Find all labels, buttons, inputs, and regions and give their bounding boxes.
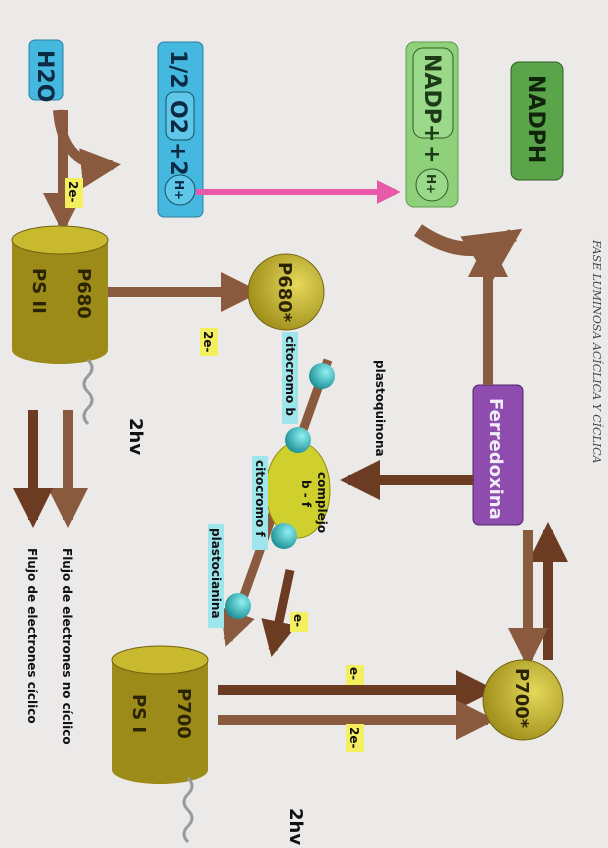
ps2-light-label: 2hv <box>125 418 146 455</box>
complex-label: complejo <box>315 472 329 533</box>
ps2-name: P680 <box>73 268 94 319</box>
cyclic-e-label-bg <box>290 612 308 632</box>
ps1-2e-label-bg <box>346 724 364 752</box>
ps1-light-wave <box>182 776 194 844</box>
ps1-light-label: 2hv <box>285 808 306 845</box>
plastoquinona-label: plastoquinona <box>373 360 387 457</box>
p680-excited: P680* <box>247 253 325 331</box>
citocromo-f-label: citocromo f <box>253 460 267 537</box>
citocromo-f-label-bg <box>252 456 268 550</box>
nadph-label: NADPH <box>523 75 548 163</box>
plastocianina-label-bg <box>208 524 224 628</box>
nadph-formation-arrow <box>413 224 523 284</box>
plastoquinona-ball <box>309 363 335 389</box>
ps2-system: PS II <box>28 268 49 314</box>
ps2-cylinder: P680 PS II <box>11 225 109 364</box>
cyclic-return-arrow <box>261 569 297 658</box>
cytochrome-complex: complejo b - f <box>265 441 331 539</box>
citocromo-b-label-bg <box>282 332 298 424</box>
water-2e-label: 2e- <box>66 181 80 202</box>
ps1-cylinder: P700 PS I <box>111 645 209 784</box>
water-box: H2O <box>28 39 64 102</box>
nadp-box: NADP+ + H+ <box>405 41 459 208</box>
ps1-e-label-bg <box>346 665 364 685</box>
plastocianina-label: plastocianina <box>209 528 223 619</box>
ferredoxin-box: Ferredoxina <box>472 384 524 526</box>
nadph-box: NADPH <box>510 61 564 181</box>
p700-excited-label: P700* <box>511 668 532 729</box>
nadp-plus: + <box>419 145 444 163</box>
ps2-2e-label-bg <box>200 328 218 356</box>
legend-noncyclic-label: Flujo de electrones no cíclico <box>60 548 74 745</box>
citocromo-b-ball <box>285 427 311 453</box>
oxygen-o2: O2 <box>165 100 190 134</box>
ps2-2e-label: 2e- <box>201 331 215 352</box>
oxygen-box: 1/2 O2 +2 H+ <box>157 41 204 218</box>
legend: Flujo de electrones no cíclico Flujo de … <box>13 410 88 745</box>
ps1-e-label: e- <box>347 667 361 680</box>
plastocianina-ball <box>225 593 251 619</box>
ps1-system: PS I <box>128 694 149 733</box>
diagram-title: FASE LUMINOSA ACÍCLICA Y CÍCLICA <box>590 239 604 464</box>
p680-excited-label: P680* <box>274 262 295 323</box>
oxygen-plus2: +2 <box>165 142 190 176</box>
ps1-name: P700 <box>173 688 194 739</box>
complex-bf-label: b - f <box>299 480 313 508</box>
oxygen-h: H+ <box>172 180 186 200</box>
cyclic-e-label: e- <box>291 614 305 627</box>
citocromo-f-ball <box>271 523 297 549</box>
water-2e-label-bg <box>65 178 83 208</box>
nadp-h: H+ <box>424 174 438 194</box>
citocromo-b-label: citocromo b <box>283 336 297 416</box>
ps1-2e-label: 2e- <box>347 727 361 748</box>
water-label: H2O <box>32 50 57 102</box>
ps2-light-wave <box>82 358 94 426</box>
legend-cyclic-label: Flujo de electrones cíclico <box>25 548 39 724</box>
oxygen-half: 1/2 <box>165 50 190 89</box>
p700-excited: P700* <box>482 659 564 741</box>
nadp-label: NADP+ <box>419 54 444 142</box>
ferredoxin-label: Ferredoxina <box>485 398 506 520</box>
